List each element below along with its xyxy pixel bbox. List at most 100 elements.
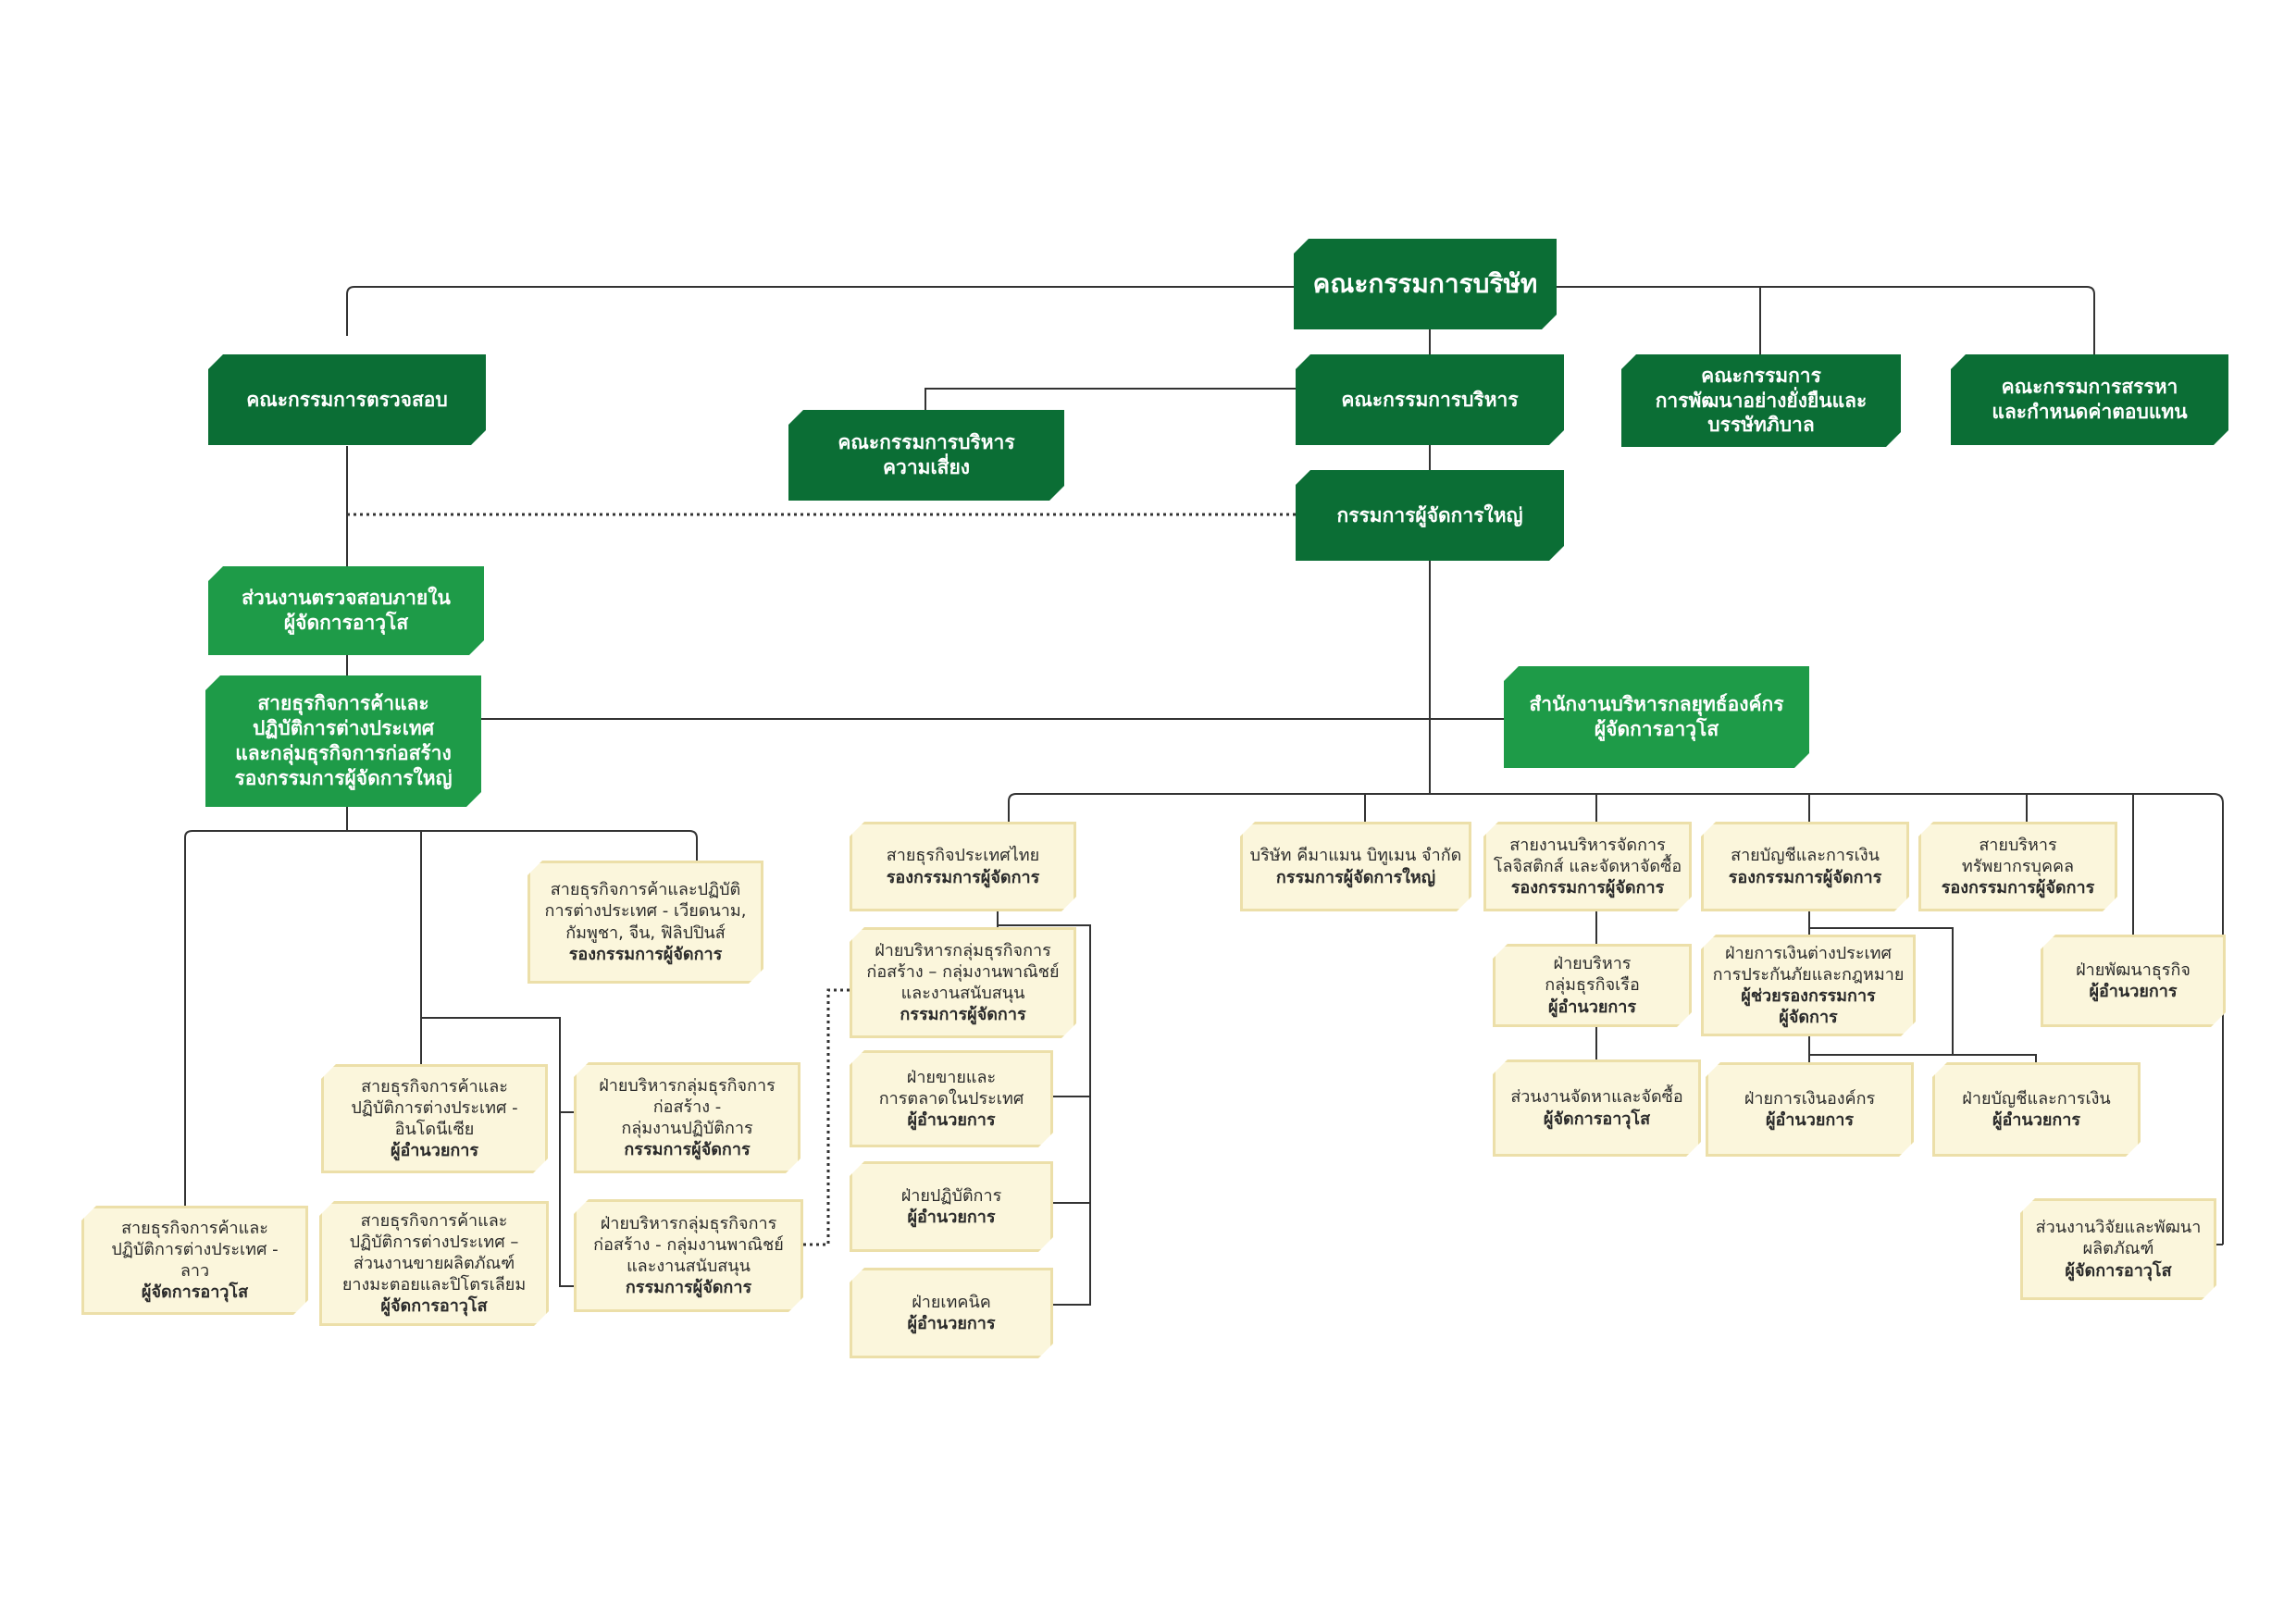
- unit-asphalt-petroleum-sales: สายธุรกิจการค้าและ ปฏิบัติการต่างประเทศ …: [319, 1201, 549, 1326]
- unit-research-development: ส่วนงานวิจัยและพัฒนา ผลิตภัณฑ์ ผู้จัดการ…: [2020, 1198, 2216, 1300]
- intl-trade-construction-group: สายธุรกิจการค้าและ ปฏิบัติการต่างประเทศ …: [205, 675, 481, 807]
- internal-audit-title: ส่วนงานตรวจสอบภายใน: [242, 587, 451, 610]
- unit-human-resources: สายบริหาร ทรัพยากรบุคคล รองกรรมการผู้จัด…: [1918, 822, 2117, 911]
- unit-line: ฝ่ายปฏิบัติการ: [900, 1185, 1002, 1206]
- unit-role: ผู้อำนวยการ: [907, 1208, 996, 1227]
- unit-role: ผู้อำนวยการ: [907, 1110, 996, 1131]
- intl-group-line-1: สายธุรกิจการค้าและ: [257, 692, 429, 715]
- unit-role: ผู้อำนวยการ: [907, 1314, 996, 1333]
- internal-audit: ส่วนงานตรวจสอบภายใน ผู้จัดการอาวุโส: [208, 566, 484, 655]
- unit-corporate-finance: ฝ่ายการเงินองค์กร ผู้อำนวยการ: [1706, 1062, 1914, 1157]
- unit-line: ฝ่ายบัญชีและการเงิน: [1962, 1088, 2111, 1109]
- unit-role: ผู้จัดการอาวุโส: [141, 1282, 249, 1303]
- unit-finance-accounting: สายบัญชีและการเงิน รองกรรมการผู้จัดการ: [1701, 822, 1909, 911]
- board-title: คณะกรรมการบริษัท: [1312, 268, 1538, 300]
- unit-line: ฝ่ายขายและ: [906, 1067, 997, 1087]
- unit-line: สายงานบริหารจัดการ: [1509, 835, 1666, 855]
- board-of-directors: คณะกรรมการบริษัท: [1294, 239, 1557, 329]
- unit-intl-finance-insurance-legal: ฝ่ายการเงินต่างประเทศ การประกันภัยและกฎห…: [1701, 935, 1916, 1036]
- unit-line: สายบัญชีและการเงิน: [1731, 846, 1880, 866]
- unit-procurement: ส่วนงานจัดหาและจัดซื้อ ผู้จัดการอาวุโส: [1493, 1059, 1701, 1157]
- unit-line: ฝ่ายบริหารกลุ่มธุรกิจการ: [875, 940, 1051, 960]
- unit-line: ปฏิบัติการต่างประเทศ -: [111, 1239, 279, 1259]
- unit-accounting: ฝ่ายบัญชีและการเงิน ผู้อำนวยการ: [1932, 1062, 2141, 1157]
- unit-role: รองกรรมการผู้จัดการ: [886, 867, 1040, 887]
- audit-committee: คณะกรรมการตรวจสอบ: [208, 354, 486, 445]
- unit-line: สายบริหาร: [1979, 835, 2057, 855]
- unit-business-development: ฝ่ายพัฒนาธุรกิจ ผู้อำนวยการ: [2041, 935, 2226, 1027]
- unit-role: ผู้จัดการ: [1779, 1008, 1838, 1028]
- unit-line: สายธุรกิจการค้าและ: [360, 1210, 508, 1231]
- unit-logistics-procurement: สายงานบริหารจัดการ โลจิสติกส์ และจัดหาจั…: [1483, 822, 1692, 911]
- unit-line: สายธุรกิจการค้าและปฏิบัติ: [550, 880, 741, 900]
- unit-line: ส่วนงานวิจัยและพัฒนา: [2035, 1218, 2202, 1238]
- unit-line: ฝ่ายเทคนิค: [912, 1292, 991, 1312]
- unit-role: กรรมการผู้จัดการใหญ่: [1275, 867, 1436, 887]
- unit-role: กรรมการผู้จัดการ: [625, 1278, 752, 1298]
- unit-role: ผู้อำนวยการ: [1992, 1110, 2081, 1130]
- unit-line: สายธุรกิจการค้าและ: [361, 1076, 508, 1096]
- nomination-line-1: คณะกรรมการสรรหา: [2001, 376, 2178, 399]
- unit-line: ส่วนงานขายผลิตภัณฑ์: [353, 1253, 515, 1273]
- risk-committee: คณะกรรมการบริหาร ความเสี่ยง: [788, 410, 1064, 501]
- unit-line: การตลาดในประเทศ: [878, 1088, 1024, 1109]
- strategy-office: สำนักงานบริหารกลยุทธ์องค์กร ผู้จัดการอาว…: [1504, 666, 1809, 768]
- unit-role: รองกรรมการผู้จัดการ: [1510, 878, 1665, 898]
- unit-line: ก่อสร้าง -: [652, 1096, 722, 1117]
- unit-line: ฝ่ายการเงินองค์กร: [1744, 1088, 1876, 1109]
- unit-laos: สายธุรกิจการค้าและ ปฏิบัติการต่างประเทศ …: [81, 1206, 308, 1315]
- intl-group-role: รองกรรมการผู้จัดการใหญ่: [234, 766, 453, 789]
- unit-construction-commercial-thai: ฝ่ายบริหารกลุ่มธุรกิจการ ก่อสร้าง – กลุ่…: [850, 927, 1076, 1038]
- unit-line: สายธุรกิจประเทศไทย: [886, 846, 1040, 866]
- unit-line: ลาว: [180, 1261, 210, 1281]
- risk-line-2: ความเสี่ยง: [882, 456, 971, 478]
- unit-line: กลุ่มงานปฏิบัติการ: [621, 1119, 753, 1138]
- unit-role: กรรมการผู้จัดการ: [900, 1005, 1026, 1025]
- unit-line: ฝ่ายบริหารกลุ่มธุรกิจการ: [600, 1213, 777, 1233]
- unit-operations: ฝ่ายปฏิบัติการ ผู้อำนวยการ: [850, 1161, 1053, 1252]
- unit-ship-business: ฝ่ายบริหาร กลุ่มธุรกิจเรือ ผู้อำนวยการ: [1493, 944, 1692, 1027]
- president: กรรมการผู้จัดการใหญ่: [1296, 470, 1564, 561]
- executive-committee-label: คณะกรรมการบริหาร: [1341, 388, 1519, 411]
- unit-line: ทรัพยากรบุคคล: [1961, 856, 2075, 876]
- sustainability-committee: คณะกรรมการ การพัฒนาอย่างยั่งยืนและ บรรษั…: [1621, 354, 1901, 447]
- unit-line: ฝ่ายบริหารกลุ่มธุรกิจการ: [599, 1075, 776, 1096]
- risk-line-1: คณะกรรมการบริหาร: [838, 431, 1015, 454]
- unit-sales-marketing: ฝ่ายขายและ การตลาดในประเทศ ผู้อำนวยการ: [850, 1050, 1053, 1147]
- unit-line: ก่อสร้าง – กลุ่มงานพาณิชย์: [866, 961, 1060, 982]
- unit-line: ส่วนงานจัดหาและจัดซื้อ: [1510, 1087, 1683, 1108]
- unit-line: ฝ่ายบริหาร: [1553, 954, 1632, 974]
- unit-role: ผู้อำนวยการ: [2089, 982, 2178, 1001]
- unit-role: ผู้อำนวยการ: [390, 1141, 479, 1161]
- executive-committee: คณะกรรมการบริหาร: [1296, 354, 1564, 445]
- unit-role: รองกรรมการผู้จัดการ: [1941, 878, 2095, 898]
- intl-group-line-3: และกลุ่มธุรกิจการก่อสร้าง: [235, 742, 452, 764]
- unit-role: ผู้ช่วยรองกรรมการ: [1741, 986, 1876, 1006]
- nomination-line-2: และกำหนดค่าตอบแทน: [1992, 401, 2188, 423]
- unit-line: สายธุรกิจการค้าและ: [121, 1218, 268, 1238]
- president-label: กรรมการผู้จัดการใหญ่: [1336, 503, 1523, 527]
- unit-line: โลจิสติกส์ และจัดหาจัดซื้อ: [1493, 856, 1682, 876]
- audit-committee-label: คณะกรรมการตรวจสอบ: [246, 388, 448, 411]
- unit-line: การต่างประเทศ - เวียดนาม,: [544, 901, 747, 922]
- unit-line: บริษัท คีมาแมน บิทูเมน จำกัด: [1249, 846, 1462, 866]
- unit-line: ปฏิบัติการต่างประเทศ -: [351, 1097, 518, 1118]
- unit-role: ผู้จัดการอาวุโส: [2065, 1260, 2172, 1281]
- unit-construction-commercial: ฝ่ายบริหารกลุ่มธุรกิจการ ก่อสร้าง - กลุ่…: [574, 1199, 803, 1312]
- sustainability-line-1: คณะกรรมการ: [1701, 364, 1821, 387]
- unit-role: รองกรรมการผู้จัดการ: [1728, 867, 1882, 887]
- unit-role: รองกรรมการผู้จัดการ: [568, 944, 723, 964]
- unit-technical: ฝ่ายเทคนิค ผู้อำนวยการ: [850, 1268, 1053, 1358]
- unit-role: ผู้อำนวยการ: [1547, 997, 1637, 1017]
- unit-construction-operations: ฝ่ายบริหารกลุ่มธุรกิจการ ก่อสร้าง - กลุ่…: [574, 1062, 800, 1173]
- internal-audit-role: ผู้จัดการอาวุโส: [283, 612, 409, 634]
- unit-line: การประกันภัยและกฎหมาย: [1712, 964, 1905, 985]
- unit-line: และงานสนับสนุน: [900, 984, 1025, 1003]
- unit-line: ปฏิบัติการต่างประเทศ –: [349, 1232, 519, 1252]
- nomination-committee: คณะกรรมการสรรหา และกำหนดค่าตอบแทน: [1951, 354, 2228, 445]
- sustainability-line-3: บรรษัทภิบาล: [1707, 414, 1815, 437]
- strategy-office-title: สำนักงานบริหารกลยุทธ์องค์กร: [1529, 693, 1784, 716]
- unit-role: ผู้อำนวยการ: [1765, 1110, 1855, 1130]
- unit-line: กัมพูชา, จีน, ฟิลิปปินส์: [565, 923, 726, 943]
